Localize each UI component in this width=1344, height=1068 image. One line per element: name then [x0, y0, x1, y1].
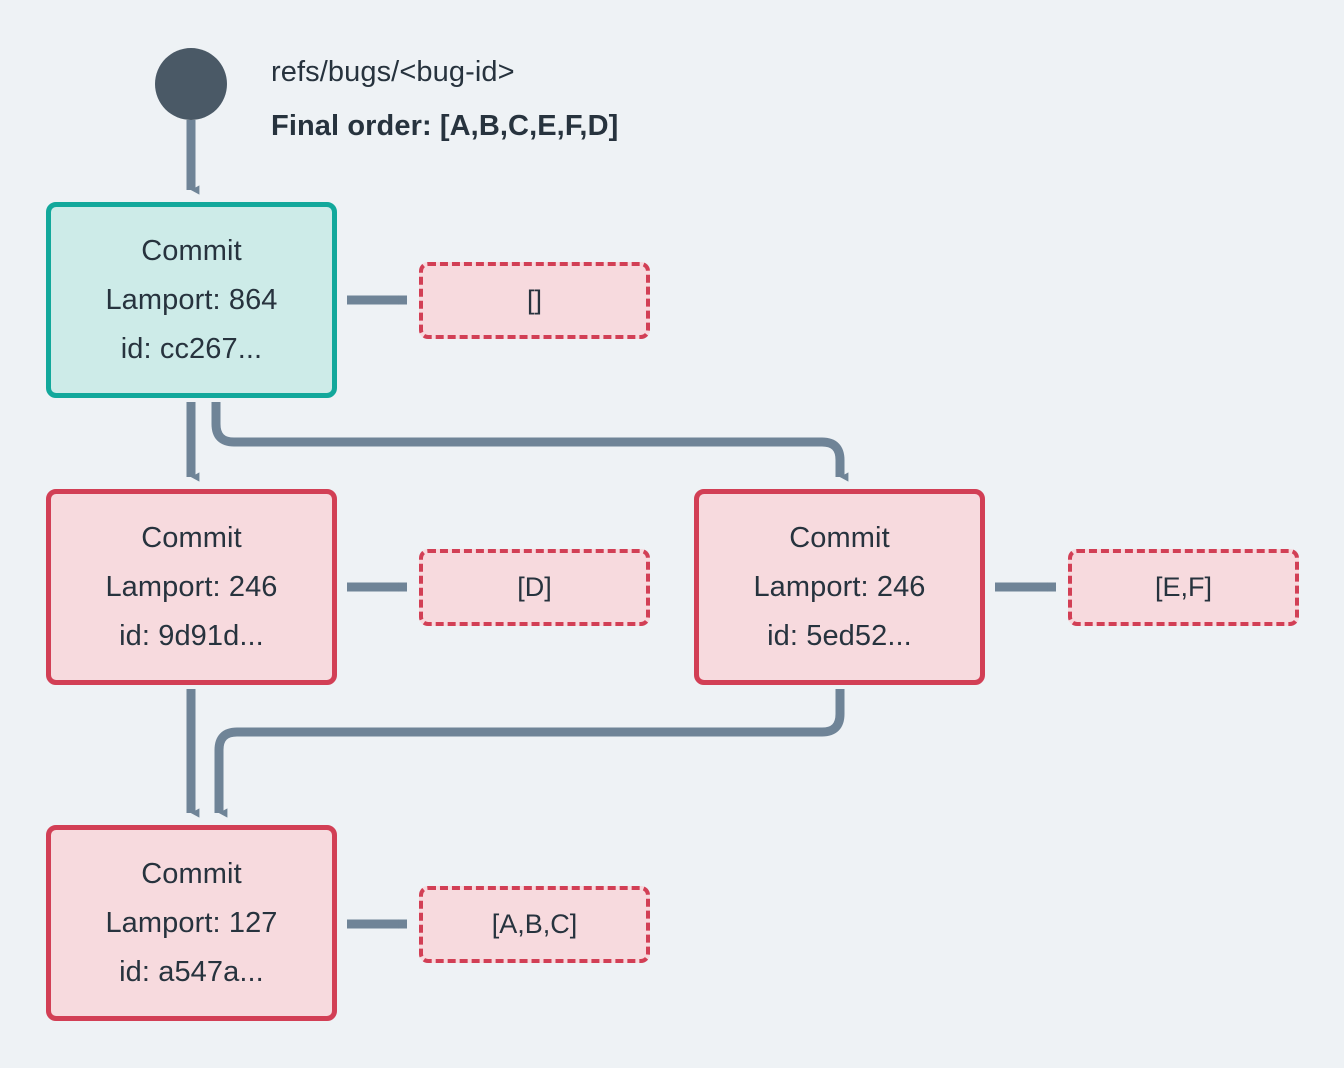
commit-id: id: 9d91d...: [119, 619, 264, 652]
ops-node-9d91d[interactable]: [D]: [419, 549, 650, 626]
ops-label: [A,B,C]: [491, 909, 578, 939]
commit-lamport: Lamport: 127: [105, 906, 278, 939]
commit-lamport: Lamport: 246: [753, 570, 926, 603]
ops-node-cc267[interactable]: []: [419, 262, 650, 339]
ops-node-5ed52[interactable]: [E,F]: [1068, 549, 1299, 626]
final-order-label: Final order: [A,B,C,E,F,D]: [271, 110, 619, 142]
commit-id: id: 5ed52...: [767, 619, 912, 652]
ops-label: [D]: [517, 572, 552, 602]
commit-lamport: Lamport: 246: [105, 570, 278, 603]
commit-id: id: a547a...: [119, 955, 264, 988]
commit-id: id: cc267...: [120, 332, 263, 365]
commit-lamport: Lamport: 864: [105, 283, 278, 316]
commit-title: Commit: [141, 521, 242, 554]
commit-node-9d91d[interactable]: Commit Lamport: 246 id: 9d91d...: [46, 489, 337, 685]
edge-commit-5ed52-to-commit-a547a: [214, 689, 845, 818]
edge-commit-cc267-to-commit-5ed52: [211, 402, 849, 482]
ops-node-a547a[interactable]: [A,B,C]: [419, 886, 650, 963]
ops-label: []: [526, 285, 542, 315]
head-pointer-node: [155, 48, 227, 120]
commit-title: Commit: [789, 521, 890, 554]
ops-label: [E,F]: [1154, 572, 1212, 602]
commit-title: Commit: [141, 857, 242, 890]
commit-title: Commit: [141, 234, 242, 267]
ref-label: refs/bugs/<bug-id>: [271, 56, 515, 88]
commit-node-cc267[interactable]: Commit Lamport: 864 id: cc267...: [46, 202, 337, 398]
commit-node-5ed52[interactable]: Commit Lamport: 246 id: 5ed52...: [694, 489, 985, 685]
commit-node-a547a[interactable]: Commit Lamport: 127 id: a547a...: [46, 825, 337, 1021]
